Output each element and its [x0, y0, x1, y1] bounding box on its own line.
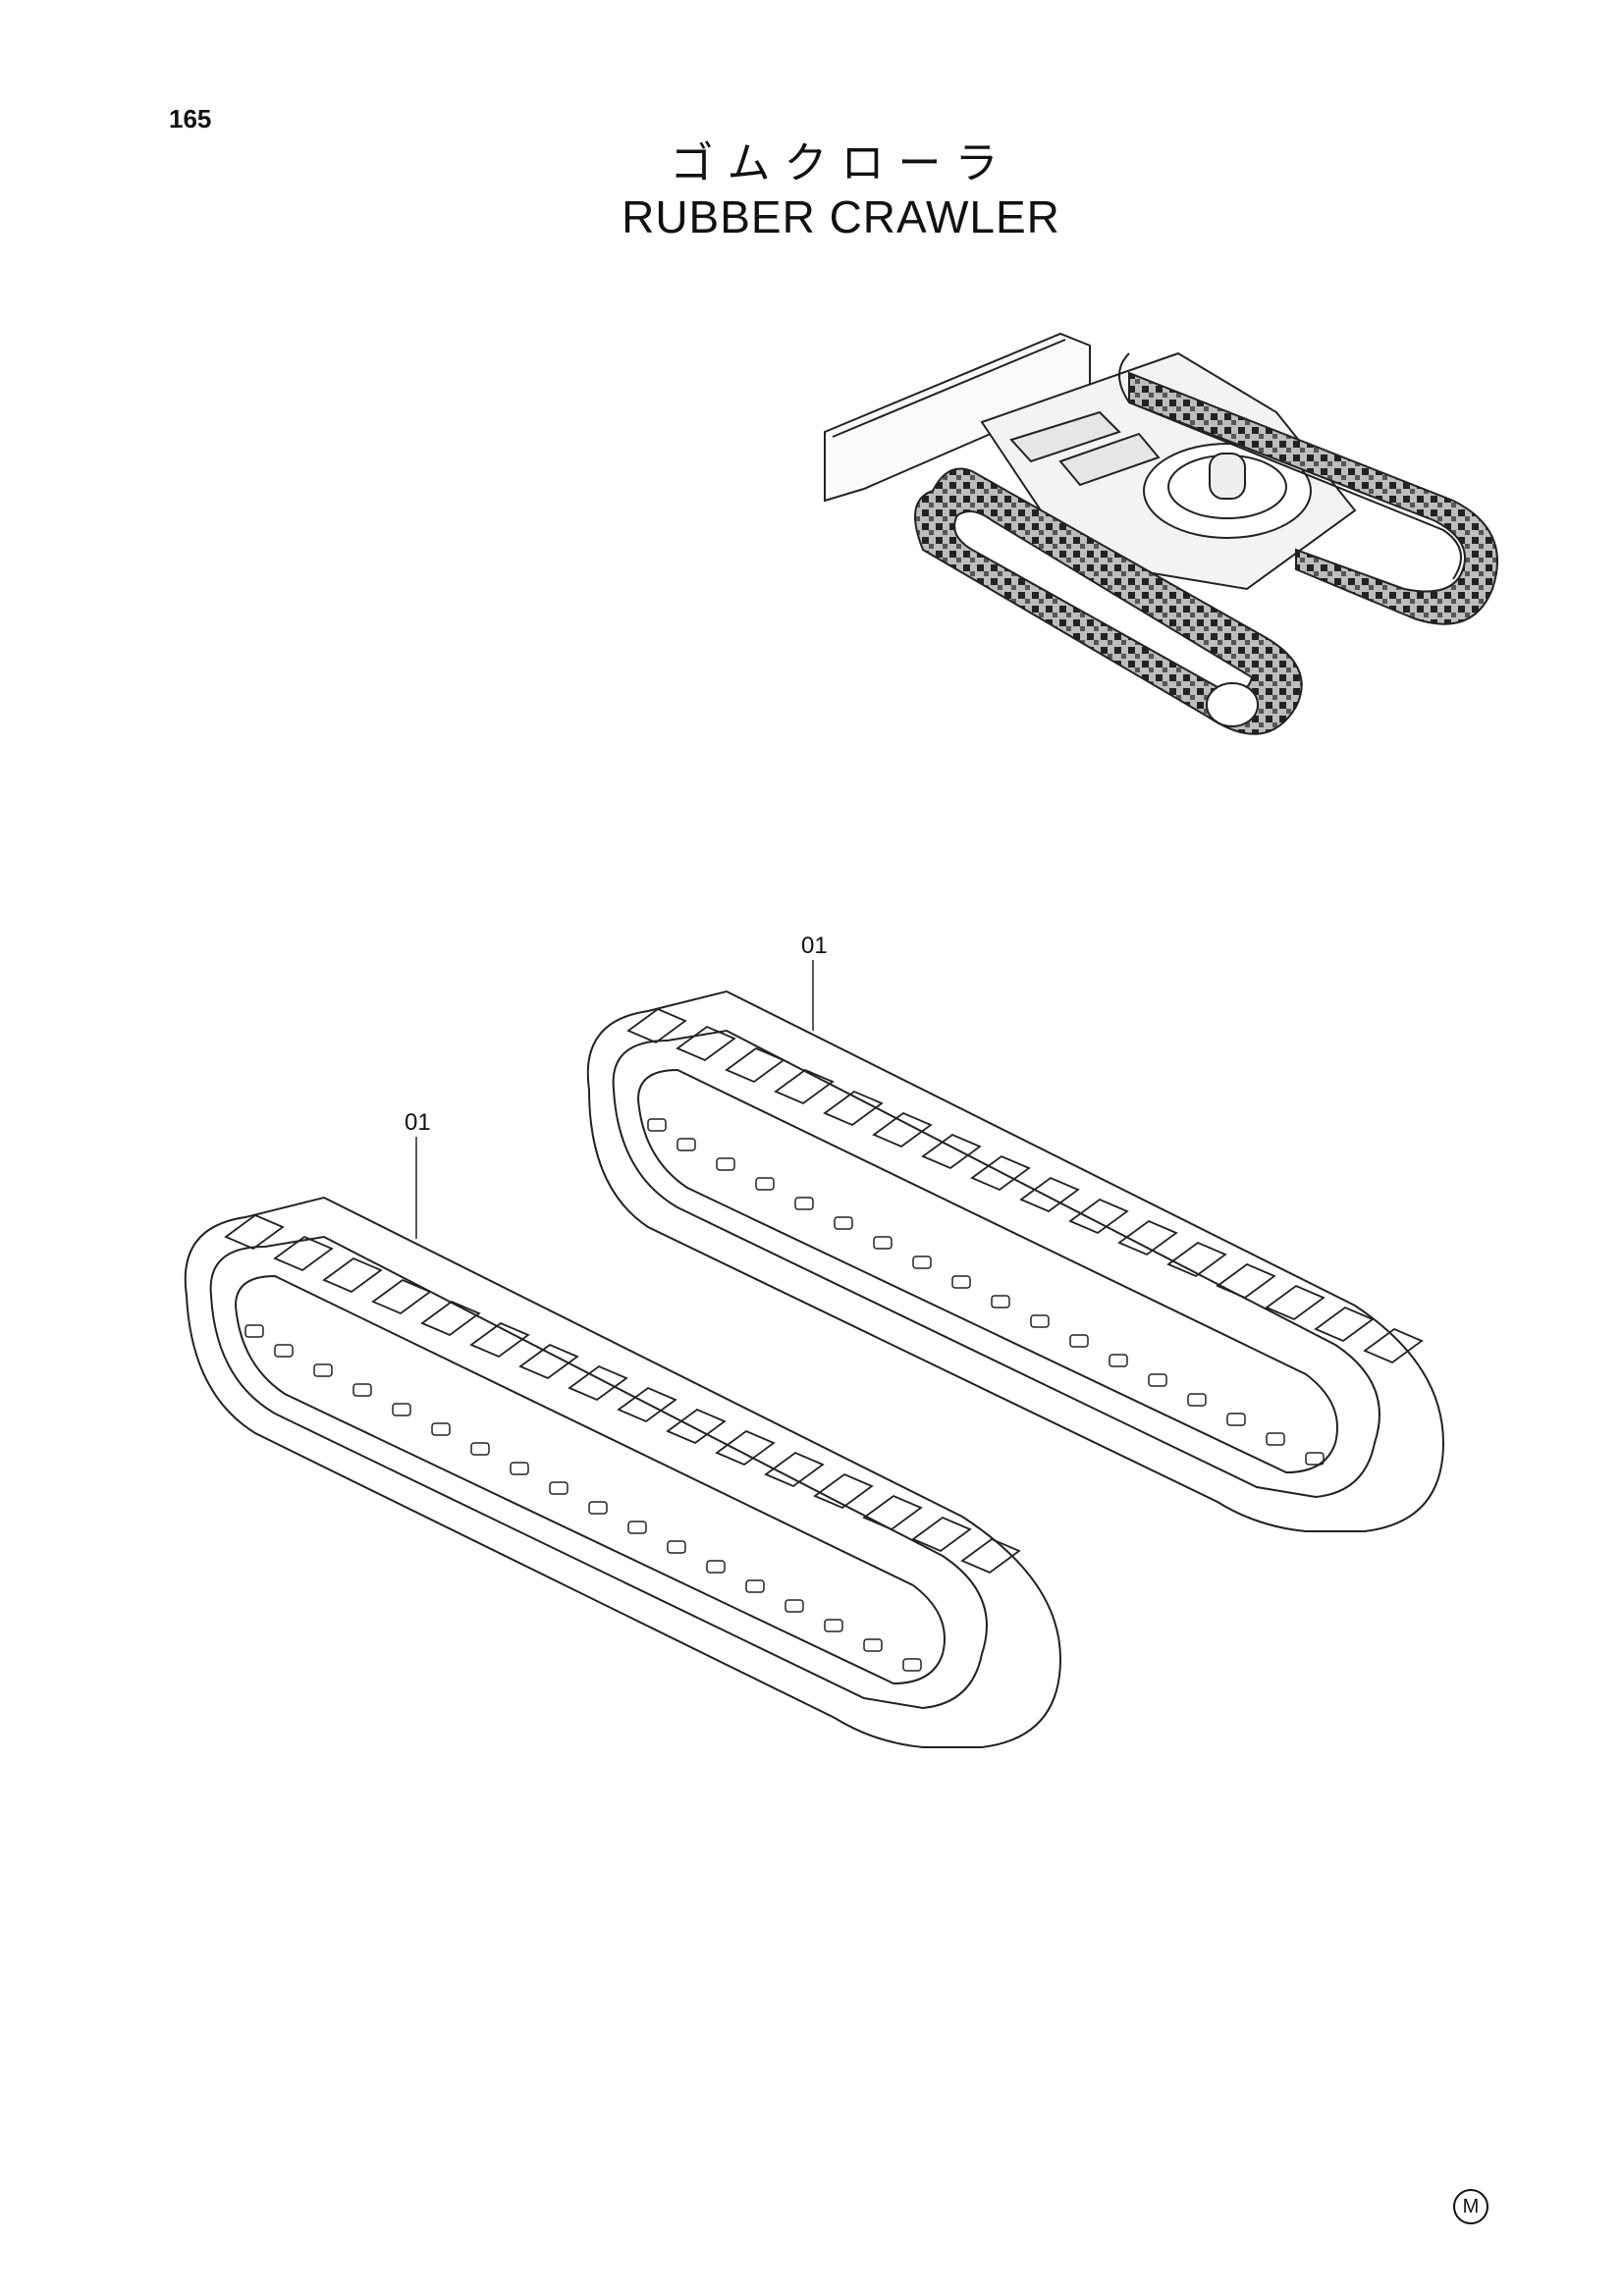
front-track-overview [914, 467, 1303, 735]
lower-track-guide-blocks [244, 1324, 922, 1672]
lower-track-lugs [224, 1213, 1021, 1575]
callout-label-upper-track: 01 [801, 933, 828, 959]
title-japanese: ゴムクローラ [670, 138, 1012, 188]
title-english: RUBBER CRAWLER [622, 191, 1060, 242]
undercarriage-overview [824, 332, 1498, 735]
callout-label-lower-track: 01 [405, 1109, 431, 1136]
circled-m-mark: M [1453, 2189, 1488, 2224]
page-number: 165 [169, 104, 212, 133]
rubber-crawler-track-lower [184, 1137, 1062, 1748]
upper-track-lugs [626, 1007, 1424, 1364]
rear-track-overview [1118, 352, 1498, 625]
upper-track-guide-blocks [647, 1118, 1325, 1466]
rubber-crawler-track-upper [586, 960, 1445, 1532]
